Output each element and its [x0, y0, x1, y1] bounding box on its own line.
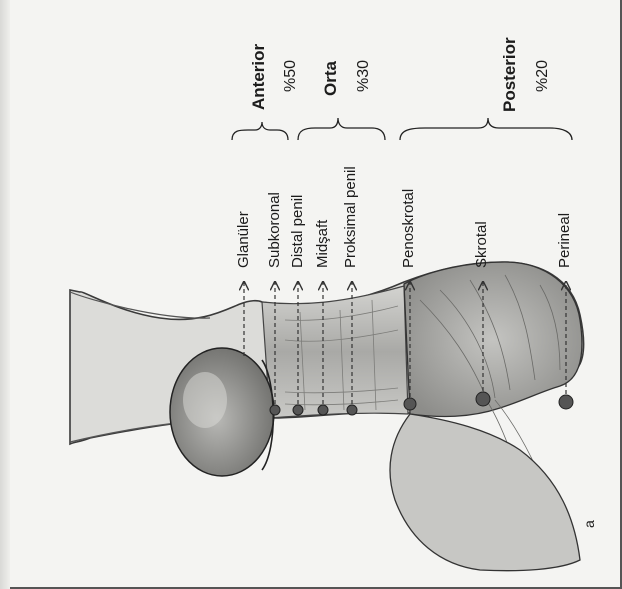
site-label-perineal: Perineal — [557, 213, 572, 268]
brace-posterior — [400, 118, 572, 140]
site-label-skrotal: Skrotal — [474, 221, 489, 268]
dot-perineal — [559, 395, 573, 409]
region-pct-posterior: %20 — [535, 60, 551, 92]
dot-proksimal — [347, 405, 357, 415]
panel-letter: a — [582, 520, 596, 528]
brace-anterior — [232, 122, 288, 140]
site-label-penoskrotal: Penoskrotal — [401, 189, 416, 268]
region-braces — [232, 118, 572, 140]
site-label-glanuler: Glanüler — [236, 211, 251, 268]
dot-penoskrotal — [404, 398, 416, 410]
site-label-subkoronal: Subkoronal — [267, 192, 282, 268]
region-pct-anterior: %50 — [283, 60, 299, 92]
glans-highlight — [183, 372, 227, 428]
region-name-orta: Orta — [322, 61, 339, 96]
scrotum — [404, 262, 582, 416]
region-name-posterior: Posterior — [501, 37, 518, 112]
site-label-proksimal: Proksimal penil — [343, 166, 358, 268]
dot-skrotal — [476, 392, 490, 406]
region-name-anterior: Anterior — [250, 44, 267, 110]
perineum — [390, 414, 580, 571]
dot-distal — [293, 405, 303, 415]
site-label-distal: Distal penil — [290, 195, 305, 268]
region-pct-orta: %30 — [356, 60, 372, 92]
site-label-midsaft: Midşaft — [315, 220, 330, 268]
dot-subkoronal — [270, 405, 280, 415]
penile-shaft — [262, 286, 408, 418]
brace-orta — [298, 118, 385, 140]
dot-midsaft — [318, 405, 328, 415]
